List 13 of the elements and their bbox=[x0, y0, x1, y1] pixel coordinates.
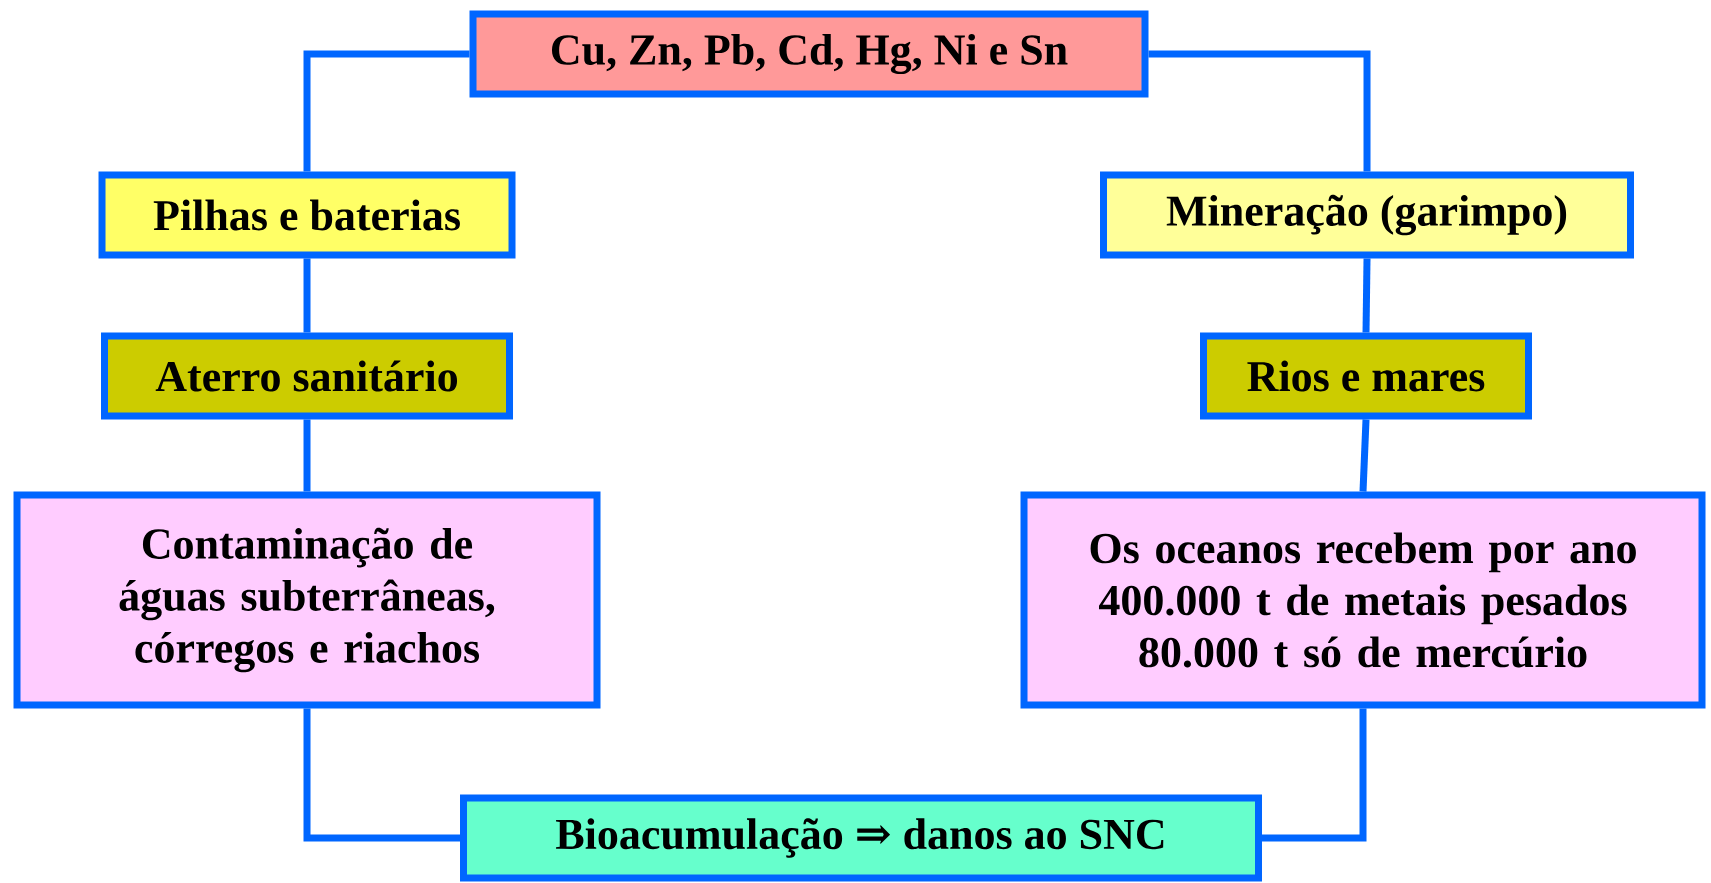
source-box: Mineração (garimpo) bbox=[1100, 171, 1634, 259]
connector-line bbox=[1148, 50, 1371, 172]
source-box: Pilhas e baterias bbox=[98, 171, 516, 259]
connector-line bbox=[303, 419, 311, 492]
process-box: Rios e mares bbox=[1200, 332, 1532, 420]
heading-box: Cu, Zn, Pb, Cd, Hg, Ni e Sn bbox=[469, 10, 1149, 98]
effect-box: Os oceanos recebem por ano 400.000 t de metais pesados 80.000 t só de mercúrio bbox=[1020, 491, 1706, 709]
connector-line bbox=[1359, 419, 1370, 492]
result-box: Bioacumulação ⇒ danos ao SNC bbox=[460, 794, 1262, 882]
process-box: Aterro sanitário bbox=[101, 332, 513, 420]
connector-line bbox=[303, 258, 311, 333]
connector-line bbox=[1362, 258, 1371, 333]
effect-box: Contaminação de águas subterrâneas, córregos e riachos bbox=[13, 491, 601, 709]
